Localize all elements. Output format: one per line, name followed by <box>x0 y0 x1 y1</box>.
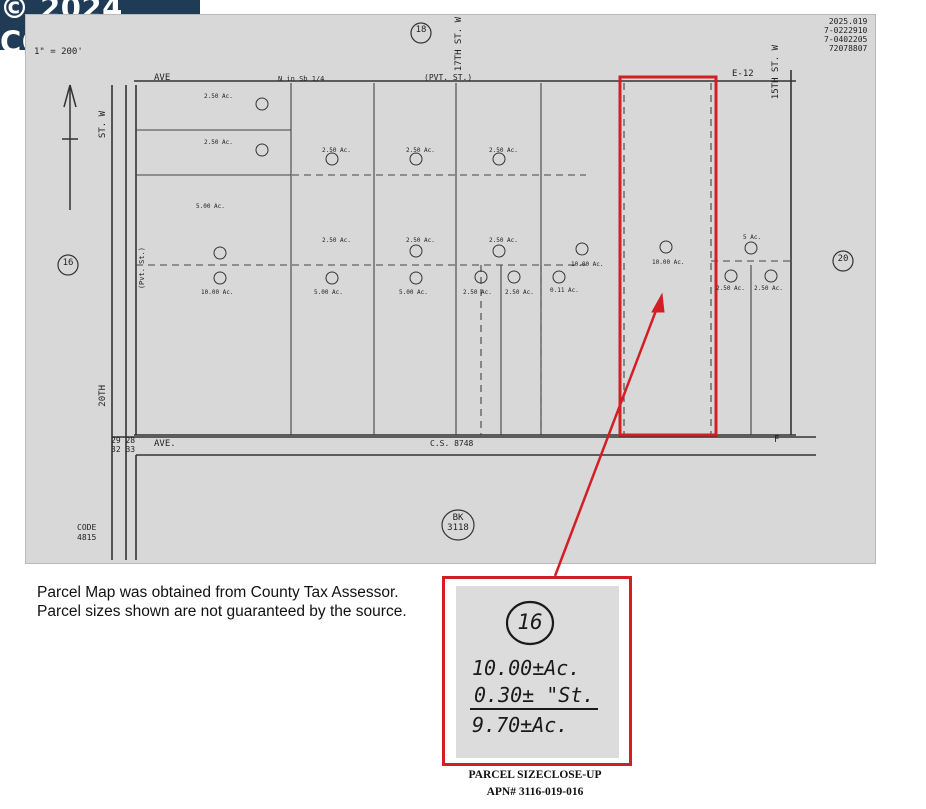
page-ref-right: 20 <box>837 254 849 264</box>
page-ref-top: 18 <box>415 25 427 35</box>
street-17th: 17TH ST. W <box>454 17 464 72</box>
street-bottom-ave: AVE. <box>154 439 176 449</box>
parcel-acreage: 2.50 Ac. <box>322 237 351 244</box>
code-block: CODE 4815 <box>77 523 96 543</box>
closeup-net-acres: 9.70±Ac. <box>472 713 569 737</box>
disclaimer-line: Parcel Map was obtained from County Tax … <box>37 584 399 601</box>
map-code: 7-0402205 <box>824 35 868 44</box>
parcel-acreage: 2.50 Ac. <box>406 147 435 154</box>
page-ref-left: 16 <box>62 258 74 268</box>
parcel-acreage: 0.11 Ac. <box>550 287 579 294</box>
parcel-acreage: 5.00 Ac. <box>196 203 225 210</box>
parcel-acreage: 2.50 Ac. <box>204 93 233 100</box>
street-pvt: (PVT. ST.) <box>424 73 473 82</box>
street-20th: 20TH <box>98 385 108 407</box>
parcel-acreage: 10.00 Ac. <box>652 259 685 266</box>
map-code: 72078807 <box>828 44 868 53</box>
map-code: 7-0222910 <box>824 26 868 35</box>
section-number: 29 28 <box>111 436 136 445</box>
map-code: 2025.019 <box>828 17 868 26</box>
book-label: BK 3118 <box>447 513 469 533</box>
code-label: CODE <box>77 523 97 532</box>
map-disclaimer: Parcel Map was obtained from County Tax … <box>37 583 407 621</box>
book-number: 3118 <box>447 523 469 533</box>
north-arrow-icon <box>62 84 78 210</box>
parcel-acreage: 2.50 Ac. <box>489 237 518 244</box>
parcel-acreage: 2.50 Ac. <box>322 147 351 154</box>
parcel-map-lines <box>57 22 854 560</box>
section-corner: 29 28 32 33 <box>111 436 135 454</box>
apn-label: APN# 3116-019-016 <box>486 786 584 798</box>
parcel-acreage: 5.00 Ac. <box>399 289 428 296</box>
street-15th: 15TH ST. W <box>771 45 781 100</box>
scale-label: 1" = 200' <box>34 47 83 57</box>
parcel-acreage: 2.50 Ac. <box>489 147 518 154</box>
parcel-highlight-box <box>618 75 718 437</box>
parcel-acreage: 2.50 Ac. <box>463 289 492 296</box>
parcel-acreage: 10.00 Ac. <box>201 289 234 296</box>
closeup-parcel-number: 16 <box>517 610 543 634</box>
street-f: F <box>774 435 780 445</box>
street-st-w-left: ST. W <box>98 111 108 139</box>
parcel-acreage: 2.50 Ac. <box>204 139 233 146</box>
parcel-acreage: 2.50 Ac. <box>505 289 534 296</box>
closeup-gross-acres: 10.00±Ac. <box>472 656 581 680</box>
street-top-ave: AVE <box>154 73 171 83</box>
closeup-street-deduction: 0.30± "St. <box>474 683 595 707</box>
disclaimer-line: Parcel sizes shown are not guaranteed by… <box>37 603 407 620</box>
cs-label: C.S. 8748 <box>430 439 474 448</box>
parcel-acreage: 2.50 Ac. <box>716 285 745 292</box>
parcel-acreage: 10.00 Ac. <box>571 261 604 268</box>
parcel-acreage: 2.50 Ac. <box>406 237 435 244</box>
parcel-closeup: 16 10.00±Ac. 0.30± "St. 9.70±Ac. <box>442 576 632 766</box>
parcel-map: 2025.019 7-0222910 7-0402205 72078807 1"… <box>25 14 876 564</box>
parcel-acreage: 5 Ac. <box>743 234 762 241</box>
closeup-image: 16 10.00±Ac. 0.30± "St. 9.70±Ac. <box>456 586 619 758</box>
street-top-note: N in Sb 1/4 <box>278 75 325 83</box>
parcel-acreage: 5.00 Ac. <box>314 289 343 296</box>
section-number: 32 33 <box>111 445 136 454</box>
map-code-list: 2025.019 7-0222910 7-0402205 72078807 <box>824 17 867 53</box>
book-label-text: BK <box>452 513 464 523</box>
parcel-acreage: 2.50 Ac. <box>754 285 783 292</box>
closeup-title: PARCEL SIZECLOSE-UP <box>468 769 602 781</box>
street-e12: E-12 <box>732 69 754 79</box>
code-value: 4815 <box>77 533 97 542</box>
street-pvt-side: (Pvt. St.) <box>138 247 146 290</box>
